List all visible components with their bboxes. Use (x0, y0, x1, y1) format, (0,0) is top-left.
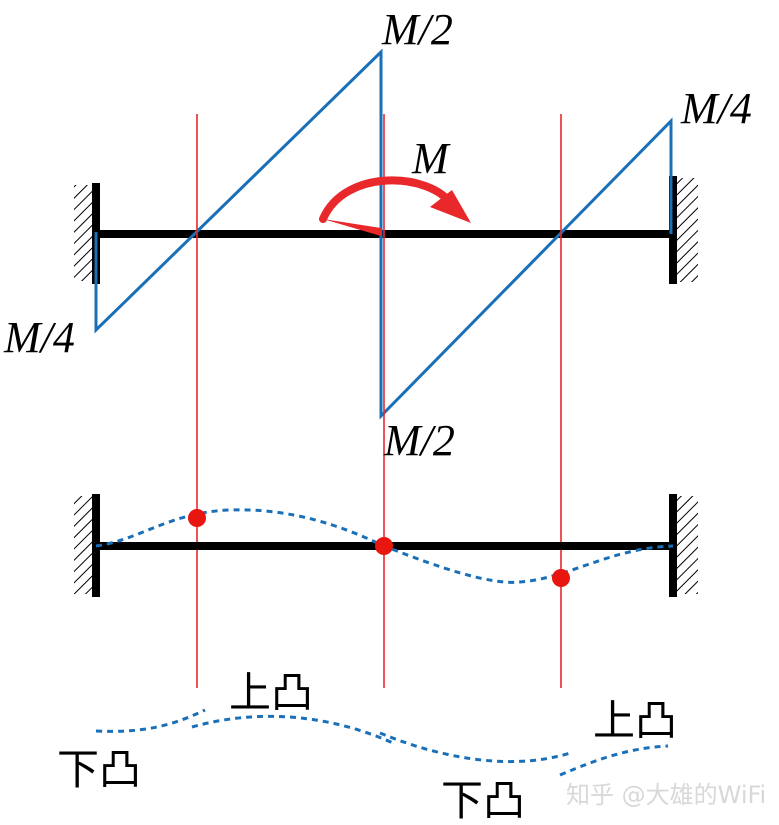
label-top-peak: M/2 (381, 5, 453, 54)
applied-moment-arrowhead (430, 190, 471, 223)
label-bottom-mid: M/2 (383, 416, 455, 465)
label-applied-moment: M (411, 134, 451, 183)
label-top-left: M/4 (3, 313, 75, 362)
curvature-strokes (95, 708, 669, 777)
applied-moment-sector (323, 219, 381, 236)
label-convex-down-1: 下凸 (57, 745, 141, 794)
section-lines (196, 114, 562, 688)
label-convex-up-2: 上凸 (593, 696, 677, 745)
watermark: 知乎 @大雄的WiFi (566, 781, 766, 809)
inflection-point-mid (375, 537, 393, 555)
curvature-stroke-4 (559, 744, 669, 777)
inflection-point-left (188, 509, 206, 527)
applied-moment-arc (319, 176, 456, 223)
left-wall-hatch-bottom (74, 496, 94, 594)
label-top-right: M/4 (680, 84, 752, 133)
right-wall-hatch-top (676, 178, 698, 282)
curvature-stroke-2 (191, 714, 394, 745)
label-convex-down-2: 下凸 (441, 776, 525, 825)
lower-beam-group (74, 494, 698, 597)
left-wall-hatch-top (74, 185, 94, 281)
curvature-stroke-3 (379, 731, 574, 764)
inflection-point-right (552, 569, 570, 587)
upper-beam-group (74, 48, 698, 420)
curvature-stroke-1 (95, 708, 206, 733)
right-wall-hatch-bottom (676, 496, 698, 594)
label-convex-up-1: 上凸 (229, 668, 313, 717)
